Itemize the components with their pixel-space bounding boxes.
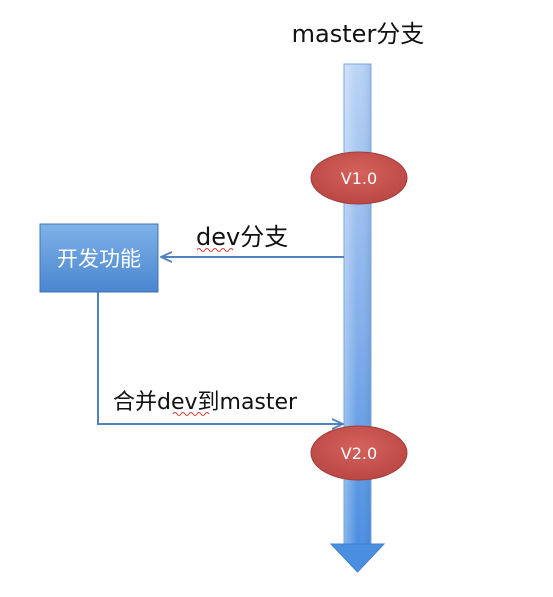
version-v2-label: V2.0: [341, 444, 377, 463]
merge-label-group: 合并dev到master: [113, 390, 298, 416]
feature-box-label: 开发功能: [57, 247, 141, 271]
dev-branch-label-group: dev分支: [196, 223, 288, 252]
spellcheck-underline: [172, 412, 210, 416]
merge-label: 合并dev到master: [113, 390, 298, 415]
master-branch-label: master分支: [292, 20, 425, 48]
version-node-v1: V1.0: [310, 151, 408, 205]
merge-arrow: [97, 292, 342, 424]
dev-branch-label: dev分支: [196, 223, 288, 251]
spellcheck-underline: [196, 248, 234, 252]
feature-development-box: 开发功能: [39, 223, 159, 293]
master-trunk-arrow: [329, 63, 386, 573]
version-node-v2: V2.0: [310, 425, 408, 481]
version-v1-label: V1.0: [341, 169, 377, 188]
